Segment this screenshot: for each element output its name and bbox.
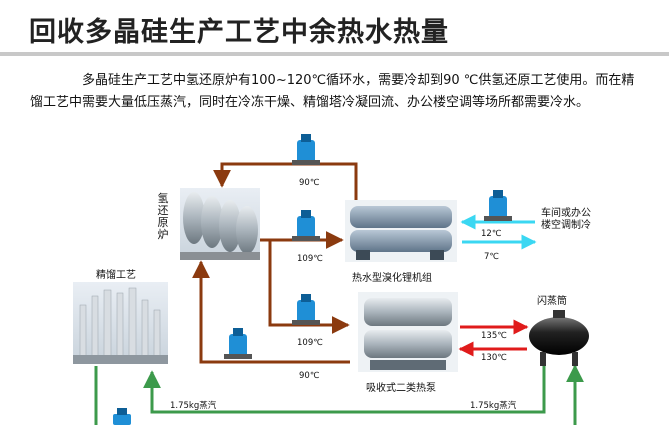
label-heat-pump: 吸收式二类热泵 <box>366 383 436 394</box>
label-temp-90-bottom: 90℃ <box>299 371 320 381</box>
label-chiller: 热水型溴化锂机组 <box>352 273 432 284</box>
cold-water-pipes <box>460 214 537 250</box>
flash-tank-image <box>529 310 589 366</box>
pipe-90-bottom <box>192 260 350 364</box>
label-flash-tank: 闪蒸筒 <box>537 296 567 307</box>
steam-pipes <box>94 364 584 425</box>
label-reduction-furnace: 氢还原炉 <box>157 192 169 241</box>
pump-icon <box>113 408 131 425</box>
pipe-90-top <box>213 162 358 200</box>
label-temp-109-a: 109℃ <box>297 254 323 264</box>
label-temp-135: 135℃ <box>481 331 507 341</box>
label-steam-left: 1.75kg蒸汽 <box>170 401 217 411</box>
page-title: 回收多晶硅生产工艺中余热水热量 <box>29 17 449 48</box>
pump-icon <box>292 210 320 241</box>
label-distillation: 精馏工艺 <box>96 270 136 281</box>
pump-icon <box>484 190 512 221</box>
label-steam-right: 1.75kg蒸汽 <box>470 401 517 411</box>
intro-paragraph: 多晶硅生产工艺中氢还原炉有100~120℃循环水，需要冷却到90 ℃供氢还原工艺… <box>30 73 635 110</box>
chiller-image <box>345 200 457 262</box>
hot-water-pipes <box>192 162 358 364</box>
label-temp-90-top: 90℃ <box>299 178 320 188</box>
pump-icon <box>292 294 320 325</box>
label-temp-109-b: 109℃ <box>297 338 323 348</box>
distillation-image <box>73 282 168 364</box>
heat-pump-image <box>358 292 458 372</box>
label-temp-130: 130℃ <box>481 353 507 363</box>
label-office-cooling: 车间或办公楼空调制冷 <box>541 208 591 231</box>
pump-icon <box>224 328 252 359</box>
reduction-furnace-image <box>180 188 260 260</box>
label-temp-7: 7℃ <box>484 252 499 262</box>
pipe-steam-left <box>143 365 546 414</box>
steam-hot-pipes <box>458 319 529 357</box>
title-divider <box>0 52 669 56</box>
pipe-109-b <box>268 240 350 334</box>
label-temp-12: 12℃ <box>481 229 502 239</box>
pump-icon <box>292 134 320 165</box>
